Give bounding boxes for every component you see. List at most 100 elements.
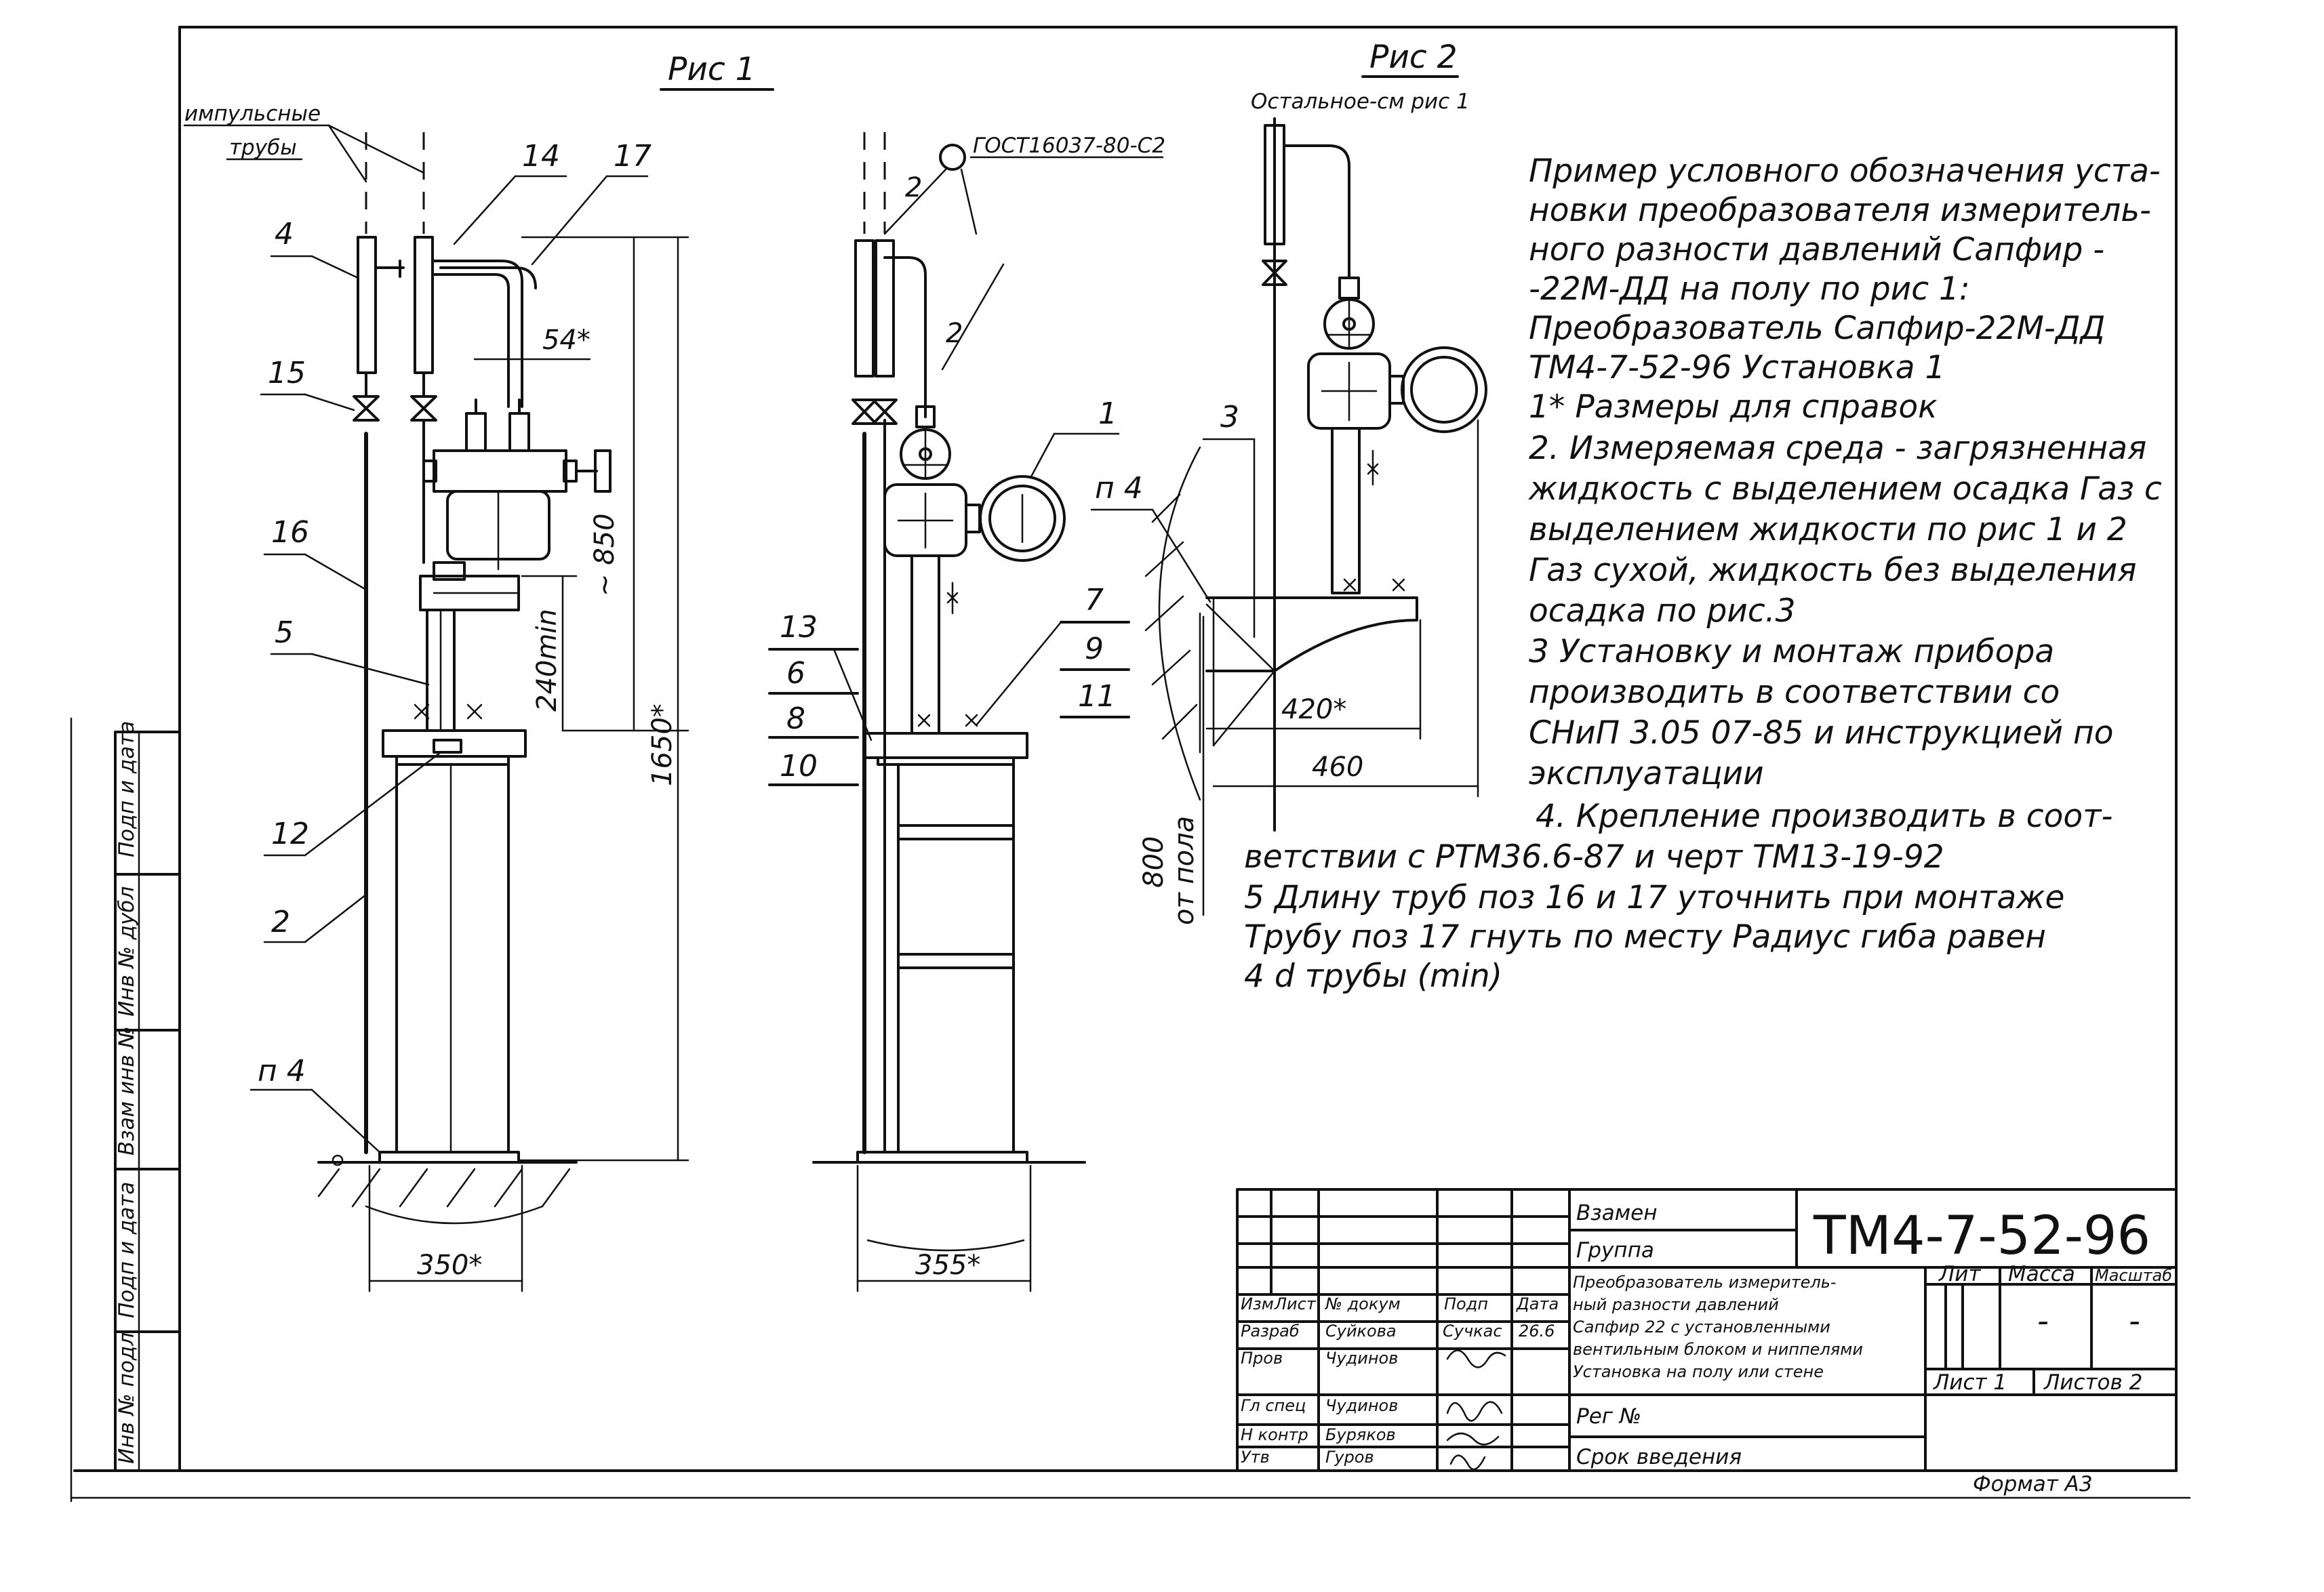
note-line: производить в соответствии со bbox=[1529, 674, 2060, 711]
tb-srok: Срок введения bbox=[1576, 1445, 1742, 1469]
tb-reg: Рег № bbox=[1576, 1404, 1641, 1429]
tb-name-line: вентильным блоком и ниппелями bbox=[1573, 1340, 1863, 1359]
callout-4: 4 bbox=[275, 217, 294, 251]
tb-doc-code: ТМ4-7-52-96 bbox=[1813, 1206, 2150, 1267]
note-line: ТМ4-7-52-96 Установка 1 bbox=[1529, 349, 1945, 386]
callout-9: 9 bbox=[1085, 632, 1104, 666]
callout-6: 6 bbox=[786, 656, 805, 691]
dim-850: ~ 850 bbox=[589, 513, 620, 596]
tb-person: Чудинов bbox=[1325, 1349, 1398, 1368]
callout-11: 11 bbox=[1078, 679, 1116, 714]
tb-scale-value: - bbox=[2129, 1303, 2140, 1340]
callout-8: 8 bbox=[786, 701, 805, 736]
callout-1: 1 bbox=[1098, 396, 1117, 431]
margin-stamp-label: Инв № дубл bbox=[115, 886, 139, 1017]
tb-date: 26.6 bbox=[1519, 1322, 1555, 1341]
tb-massa-header: Масса bbox=[2008, 1262, 2075, 1286]
callout-17: 17 bbox=[614, 139, 652, 174]
tb-person: Чудинов bbox=[1325, 1396, 1398, 1415]
callout-5: 5 bbox=[275, 615, 294, 650]
note-line: 1* Размеры для справок bbox=[1529, 388, 1938, 426]
note-line: СНиП 3.05 07-85 и инструкцией по bbox=[1529, 714, 2114, 752]
fig2-title: Рис 2 bbox=[1369, 39, 1458, 76]
tb-header-date: Дата bbox=[1516, 1294, 1559, 1313]
title-block: Взамен Группа ТМ4-7-52-96 Изм Лист № док… bbox=[1236, 1188, 2178, 1472]
callout-14: 14 bbox=[522, 139, 560, 174]
tb-role: Пров bbox=[1241, 1349, 1283, 1368]
dim-420: 420* bbox=[1281, 694, 1346, 725]
callout-7: 7 bbox=[1085, 583, 1104, 617]
note-line: ного разности давлений Сапфир - bbox=[1529, 231, 2104, 268]
tb-signature: Сучкас bbox=[1443, 1322, 1502, 1341]
callout-16: 16 bbox=[271, 515, 309, 550]
tb-role: Гл спец bbox=[1241, 1396, 1306, 1415]
note-line: 3 Установку и монтаж прибора bbox=[1529, 633, 2054, 670]
weld-label: 2 bbox=[905, 172, 922, 203]
tb-name-line: Установка на полу или стене bbox=[1573, 1362, 1824, 1381]
dim-460: 460 bbox=[1312, 752, 1363, 783]
callout-2: 2 bbox=[271, 905, 290, 939]
tb-role: Утв bbox=[1241, 1448, 1270, 1467]
dim-1650: 1650* bbox=[647, 703, 678, 786]
callout-3: 3 bbox=[1220, 400, 1239, 434]
note-line: Трубу поз 17 гнуть по месту Радиус гиба … bbox=[1244, 918, 2046, 956]
figure-1: Рис 1 импульсные трубы bbox=[183, 51, 774, 1292]
note-line: выделением жидкости по рис 1 и 2 bbox=[1529, 511, 2127, 548]
tb-header-sign: Подп bbox=[1444, 1294, 1488, 1313]
tb-name-line: ный разности давлений bbox=[1573, 1295, 1779, 1314]
tb-person: Буряков bbox=[1325, 1425, 1396, 1444]
gost-label: ГОСТ16037-80-С2 bbox=[973, 134, 1165, 158]
note-line: Пример условного обозначения уста- bbox=[1529, 152, 2161, 190]
callout-15: 15 bbox=[268, 356, 306, 390]
note-line: -22М-ДД на полу по рис 1: bbox=[1529, 270, 1970, 308]
impulse-label: трубы bbox=[229, 136, 297, 160]
weld-label: 2 bbox=[946, 318, 963, 349]
tb-header-doc: № докум bbox=[1324, 1294, 1401, 1313]
callout-10: 10 bbox=[780, 749, 818, 783]
dim-800: 800 bbox=[1138, 836, 1169, 888]
dim-54: 54* bbox=[542, 325, 590, 356]
tb-role: Н контр bbox=[1241, 1425, 1308, 1444]
figure-2: Рис 2 Остальное-см рис 1 bbox=[1090, 39, 1487, 925]
fig2-subtitle: Остальное-см рис 1 bbox=[1251, 89, 1470, 114]
fig1-title: Рис 1 bbox=[668, 51, 756, 88]
tb-name-line: Сапфир 22 с установленными bbox=[1573, 1318, 1830, 1336]
margin-stamp-label: Подп и дата bbox=[115, 721, 139, 857]
dim-350: 350* bbox=[417, 1250, 482, 1281]
tb-sheet: Лист 1 bbox=[1933, 1370, 2007, 1395]
dim-floor-label: от пола bbox=[1169, 816, 1200, 925]
note-line: 5 Длину труб поз 16 и 17 уточнить при мо… bbox=[1244, 879, 2064, 916]
floor-ref-fig1: п 4 bbox=[258, 1054, 306, 1088]
tb-person: Гуров bbox=[1325, 1448, 1374, 1467]
callout-13: 13 bbox=[780, 610, 818, 645]
callout-12: 12 bbox=[271, 817, 309, 851]
tb-name-line: Преобразователь измеритель- bbox=[1573, 1273, 1837, 1292]
note-line: ветствии с РТМ36.6-87 и черт ТМ13-19-92 bbox=[1244, 838, 1944, 876]
note-line: Газ сухой, жидкость без выделения bbox=[1529, 552, 2137, 589]
margin-stamp-label: Инв № подл bbox=[115, 1332, 139, 1464]
tb-person: Суйкова bbox=[1325, 1322, 1397, 1341]
note-line: осадка по рис.3 bbox=[1529, 592, 1796, 630]
tb-sheets-total: Листов 2 bbox=[2043, 1370, 2142, 1395]
tb-header-izm: Изм bbox=[1241, 1294, 1274, 1313]
tb-scale-header: Масштаб bbox=[2095, 1266, 2172, 1285]
margin-stamp: Подп и дата Инв № дубл Взам инв № Подп и… bbox=[114, 721, 181, 1472]
tb-role: Разраб bbox=[1241, 1322, 1300, 1341]
tb-vzamen: Взамен bbox=[1576, 1201, 1657, 1225]
margin-stamp-label: Взам инв № bbox=[115, 1026, 139, 1156]
dim-355: 355* bbox=[915, 1250, 980, 1281]
wall-ref-fig2: п 4 bbox=[1095, 471, 1143, 506]
note-line: 4 d трубы (min) bbox=[1244, 958, 1502, 995]
tb-lit-header: Лит bbox=[1938, 1262, 1981, 1286]
note-line: Преобразователь Сапфир-22М-ДД bbox=[1529, 310, 2105, 347]
format-label: Формат А3 bbox=[1973, 1472, 2093, 1496]
figure-side-view: ГОСТ16037-80-С2 2 2 1 bbox=[768, 132, 1165, 1292]
tb-gruppa: Группа bbox=[1576, 1238, 1654, 1263]
note-line: жидкость с выделением осадка Газ с bbox=[1528, 470, 2162, 508]
tb-massa-value: - bbox=[2037, 1303, 2049, 1340]
notes: Пример условного обозначения уста- новки… bbox=[1244, 152, 2162, 995]
note-line: 2. Измеряемая среда - загрязненная bbox=[1529, 430, 2146, 467]
impulse-label: импульсные bbox=[184, 102, 321, 126]
tb-header-list: Лист bbox=[1274, 1294, 1317, 1313]
